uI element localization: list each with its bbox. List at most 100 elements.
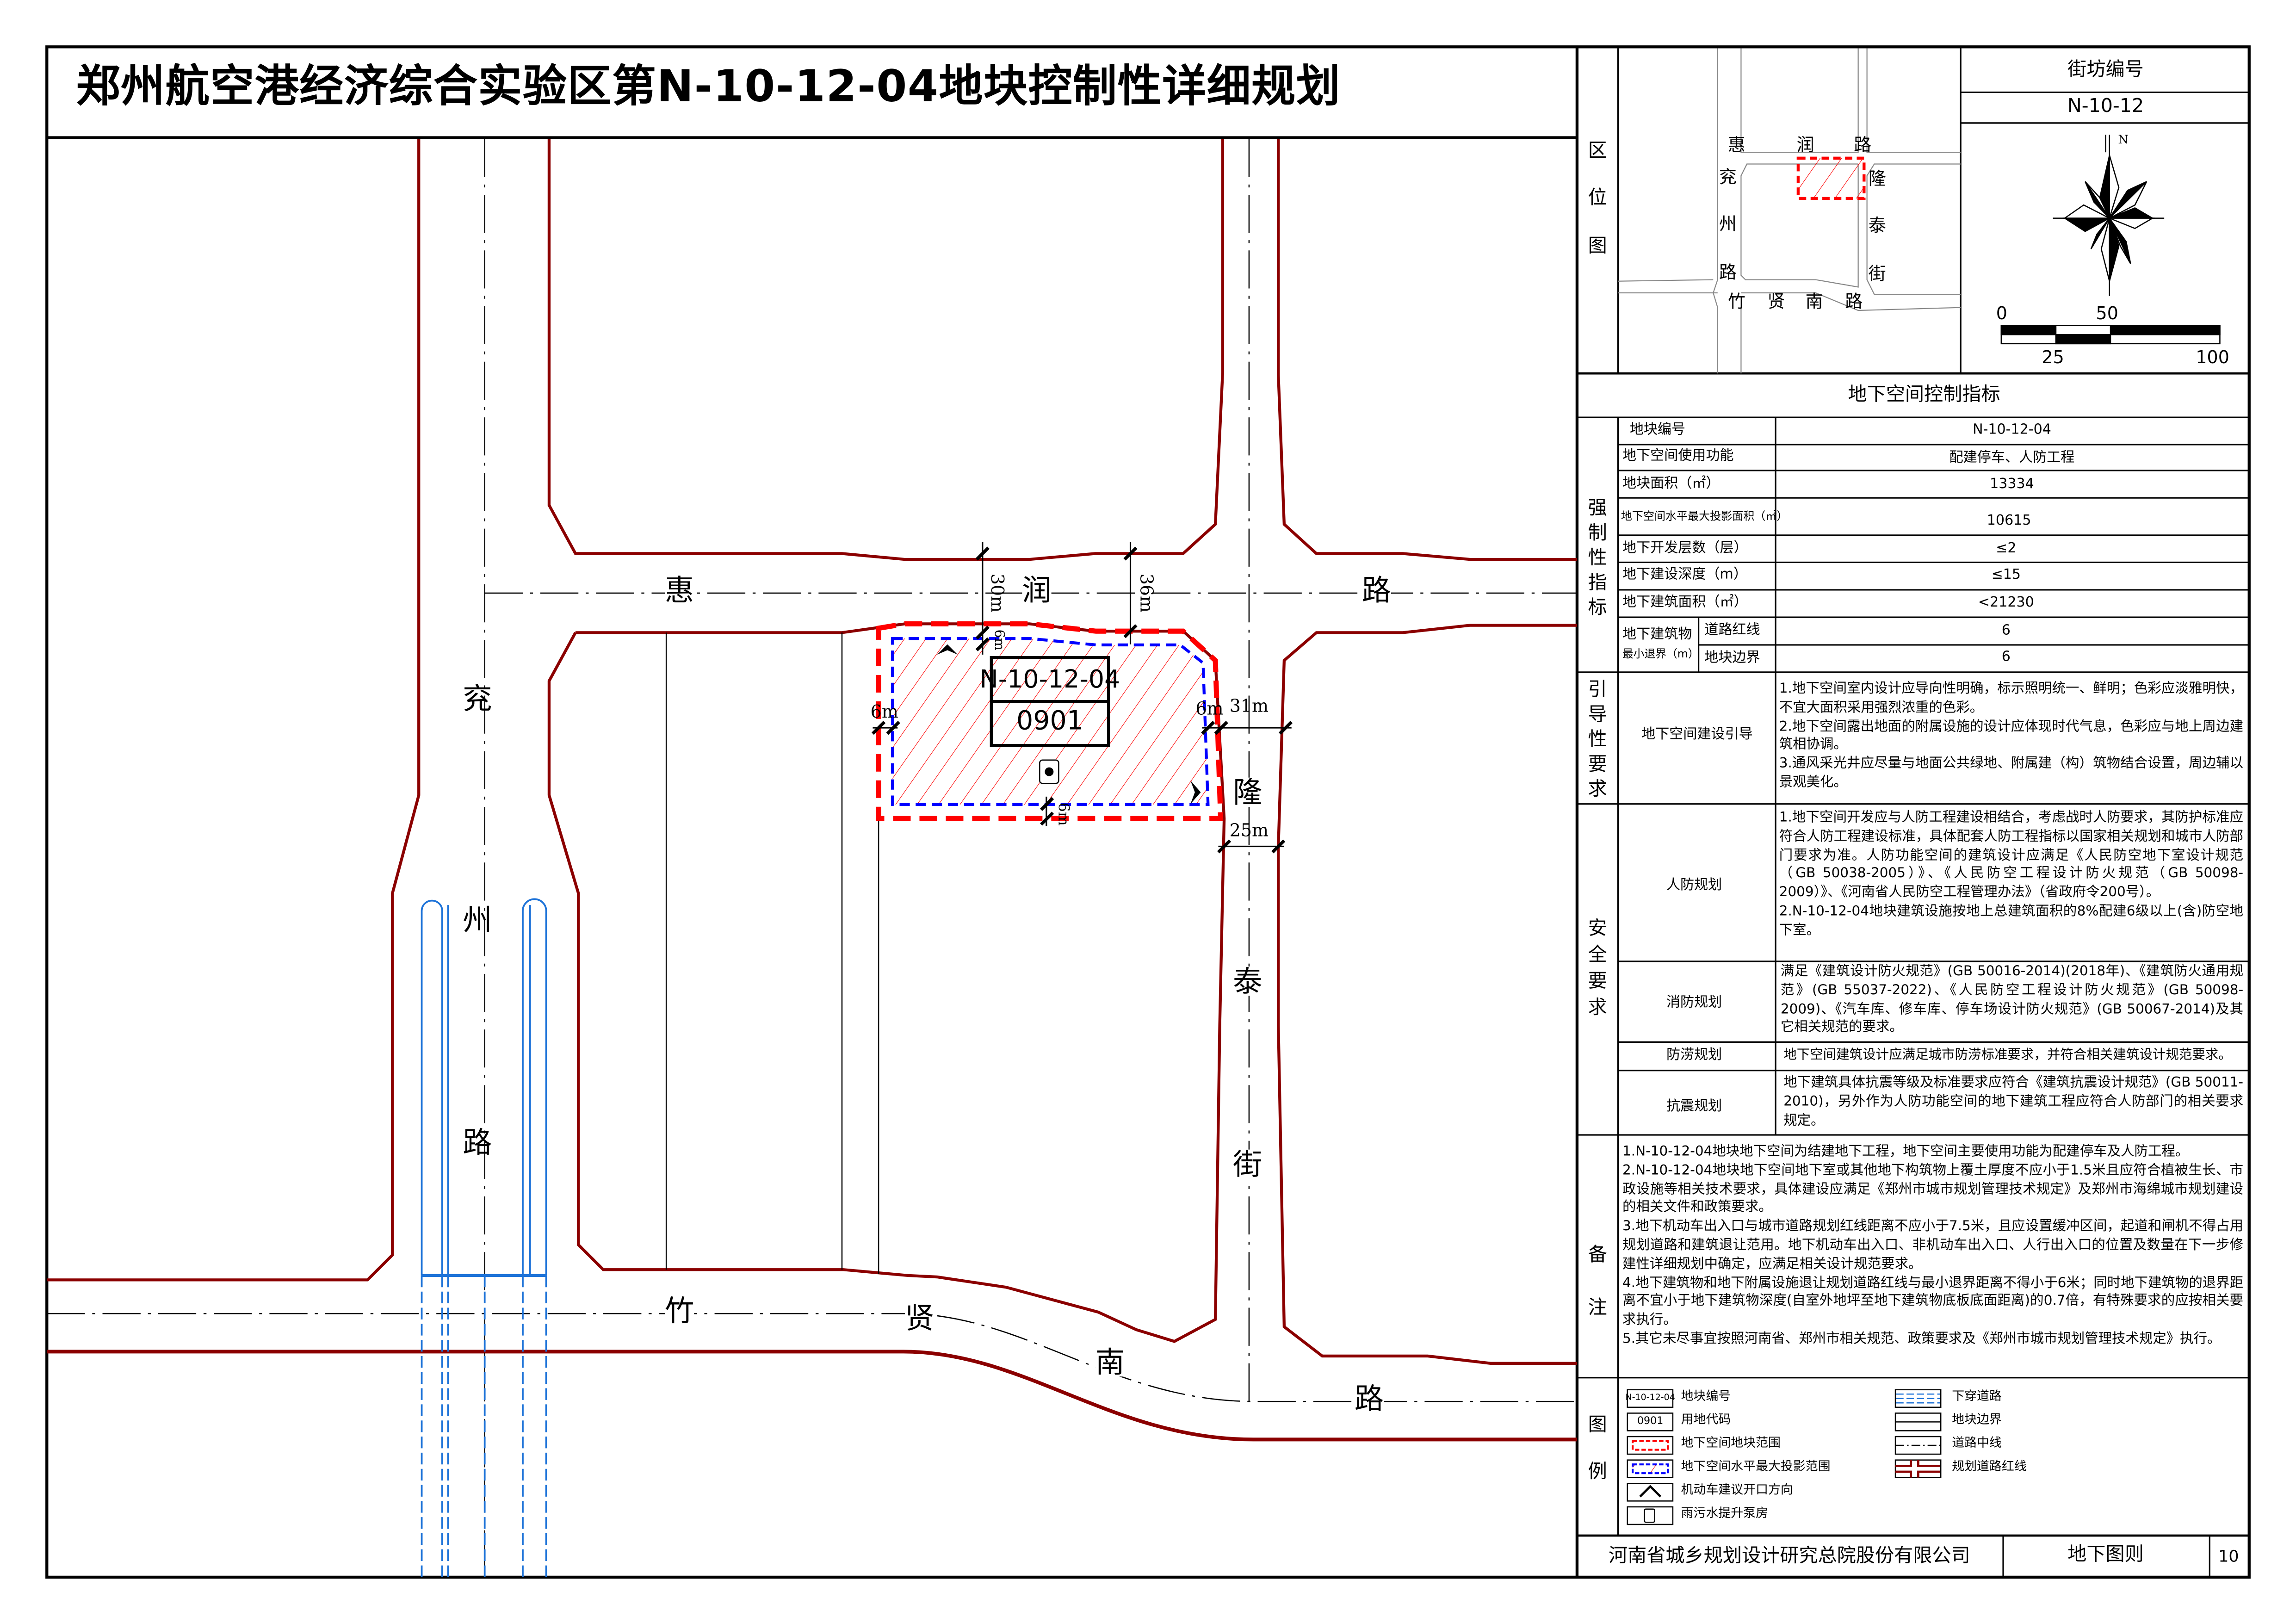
fire-text: 满足《建筑设计防火规范》(GB 50016-2014)(2018年)、《建筑防火… <box>1780 963 2244 1036</box>
location-road-label: 路 <box>1719 262 1737 283</box>
north-arrow-icon <box>2053 135 2165 296</box>
dimension-label: 25m <box>1229 820 1269 841</box>
legend-symbol-text: 0901 <box>1637 1415 1664 1427</box>
table-value: 6 <box>2001 623 2011 639</box>
dimension-label: 6m <box>1054 802 1071 826</box>
sheet-frame <box>45 45 2251 1579</box>
table-label: 地下开发层数（层） <box>1622 540 1748 557</box>
group-label: 强制性指标 <box>1588 498 1607 619</box>
location-road-label: 润 <box>1796 135 1814 155</box>
road-label: 州 <box>463 902 492 937</box>
block-number-value: N-10-12 <box>2067 96 2144 118</box>
location-map-label: 位 <box>1588 187 1607 210</box>
legend-label: 地下空间地块范围 <box>1681 1437 1781 1451</box>
table-label: 地块边界 <box>1704 650 1760 667</box>
road-label: 路 <box>463 1124 492 1160</box>
table-label: 道路红线 <box>1704 622 1760 639</box>
scale-label: 0 <box>1996 303 2007 324</box>
pump-room-icon <box>1039 759 1059 784</box>
dimension-lines <box>871 542 1293 854</box>
location-map-label: 区 <box>1588 140 1607 163</box>
legend-label: 机动车建议开口方向 <box>1681 1483 1793 1498</box>
table-value: 配建停车、人防工程 <box>1949 450 2075 466</box>
dimension-label: 6m <box>870 701 898 722</box>
location-map <box>1618 48 1961 374</box>
table-value: ≤2 <box>1996 540 2017 557</box>
land-use-code-label: 0901 <box>1016 706 1083 737</box>
road-label: 隆 <box>1233 774 1262 810</box>
north-label: N <box>2118 133 2129 147</box>
scale-bar <box>2000 325 2221 345</box>
legend-label: 地下空间水平最大投影范围 <box>1681 1460 1831 1475</box>
sheet-name: 地下图则 <box>2067 1544 2144 1567</box>
location-road-label: 路 <box>1854 135 1872 155</box>
panel-grid <box>1577 48 2249 1577</box>
table-label: 地下建筑物 <box>1622 626 1692 643</box>
road-label: 泰 <box>1233 963 1262 999</box>
location-road-label: 隆 <box>1868 168 1886 189</box>
legend-label: 雨污水提升泵房 <box>1681 1506 1769 1522</box>
scale-label: 25 <box>2042 347 2064 368</box>
table-label: 地下建设深度（m） <box>1622 566 1747 583</box>
block-number-label: 街坊编号 <box>2067 59 2144 81</box>
road-redlines <box>47 139 1577 1442</box>
table-value: 10615 <box>1987 513 2031 529</box>
location-road-label: 街 <box>1868 263 1886 285</box>
location-parcel-marker <box>1796 156 1866 200</box>
dimension-label: 31m <box>1229 695 1269 716</box>
page-number: 10 <box>2218 1547 2239 1567</box>
location-road-label: 惠 <box>1727 135 1745 155</box>
table-label: 防涝规划 <box>1666 1047 1722 1064</box>
parcel-boundaries <box>665 632 879 1274</box>
legend-label: 规划道路红线 <box>1952 1460 2027 1475</box>
table-label: 地块编号 <box>1629 422 1686 439</box>
flood-text: 地下空间建筑设计应满足城市防涝标准要求，并符合相关建筑设计规范要求。 <box>1783 1048 2232 1063</box>
location-road-label: 兖 <box>1719 167 1737 188</box>
group-label: 引导性要求 <box>1588 679 1607 801</box>
road-label: 路 <box>1362 572 1391 608</box>
company-name: 河南省城乡规划设计研究总院股份有限公司 <box>1608 1545 1970 1568</box>
legend-label: 道路中线 <box>1952 1437 2002 1451</box>
table-value: ≤15 <box>1991 567 2021 583</box>
table-label: 最小退界（m） <box>1622 647 1699 661</box>
vehicle-entrance-arrow-icon <box>1190 781 1201 804</box>
legend-symbols <box>1627 1389 1942 1525</box>
table-label: 人防规划 <box>1666 877 1722 894</box>
vehicle-entrance-arrow-icon <box>937 644 958 655</box>
dimension-label: 6m <box>990 629 1005 650</box>
location-road-label: 州 <box>1719 214 1737 235</box>
indicators-header: 地下空间控制指标 <box>1848 384 2000 407</box>
road-label: 兖 <box>463 681 492 716</box>
dimension-label: 30m <box>987 573 1008 613</box>
group-label: 安全要求 <box>1588 918 1607 1019</box>
legend-label: 地块边界 <box>1952 1413 2002 1428</box>
table-label: 抗震规划 <box>1666 1098 1722 1115</box>
civil-defense-text: 1.地下空间开发应与人防工程建设相结合，考虑战时人防要求，其防护标准应符合人防工… <box>1779 810 2244 939</box>
table-value: 13334 <box>1990 476 2034 493</box>
road-label: 街 <box>1233 1146 1262 1182</box>
seismic-text: 地下建筑具体抗震等级及标准要求应符合《建筑抗震设计规范》(GB 50011-20… <box>1783 1075 2244 1129</box>
scale-label: 100 <box>2196 347 2229 368</box>
underpass-road <box>421 898 547 1577</box>
page-title: 郑州航空港经济综合实验区第N-10-12-04地块控制性详细规划 <box>76 61 1341 113</box>
road-centerlines <box>47 139 1577 1577</box>
legend-label: 下穿道路 <box>1952 1389 2002 1405</box>
location-map-label: 图 <box>1588 235 1607 258</box>
table-value: N-10-12-04 <box>1973 422 2051 439</box>
table-value: <21230 <box>1978 595 2034 611</box>
group-label: 备注 <box>1588 1245 1607 1319</box>
location-road-label: 路 <box>1845 291 1863 312</box>
location-road-label: 泰 <box>1868 215 1886 236</box>
legend-label: 用地代码 <box>1681 1413 1731 1428</box>
road-label: 润 <box>1022 572 1052 608</box>
road-label: 贤 <box>905 1300 934 1336</box>
table-value: 6 <box>2001 649 2011 665</box>
underground-parcel-boundary <box>876 621 1224 821</box>
location-road-label: 竹 <box>1727 291 1745 312</box>
road-label: 南 <box>1095 1344 1125 1380</box>
table-label: 地下建筑面积（㎡） <box>1622 595 1748 611</box>
table-label: 地下空间使用功能 <box>1622 448 1734 465</box>
road-label: 惠 <box>665 572 694 608</box>
